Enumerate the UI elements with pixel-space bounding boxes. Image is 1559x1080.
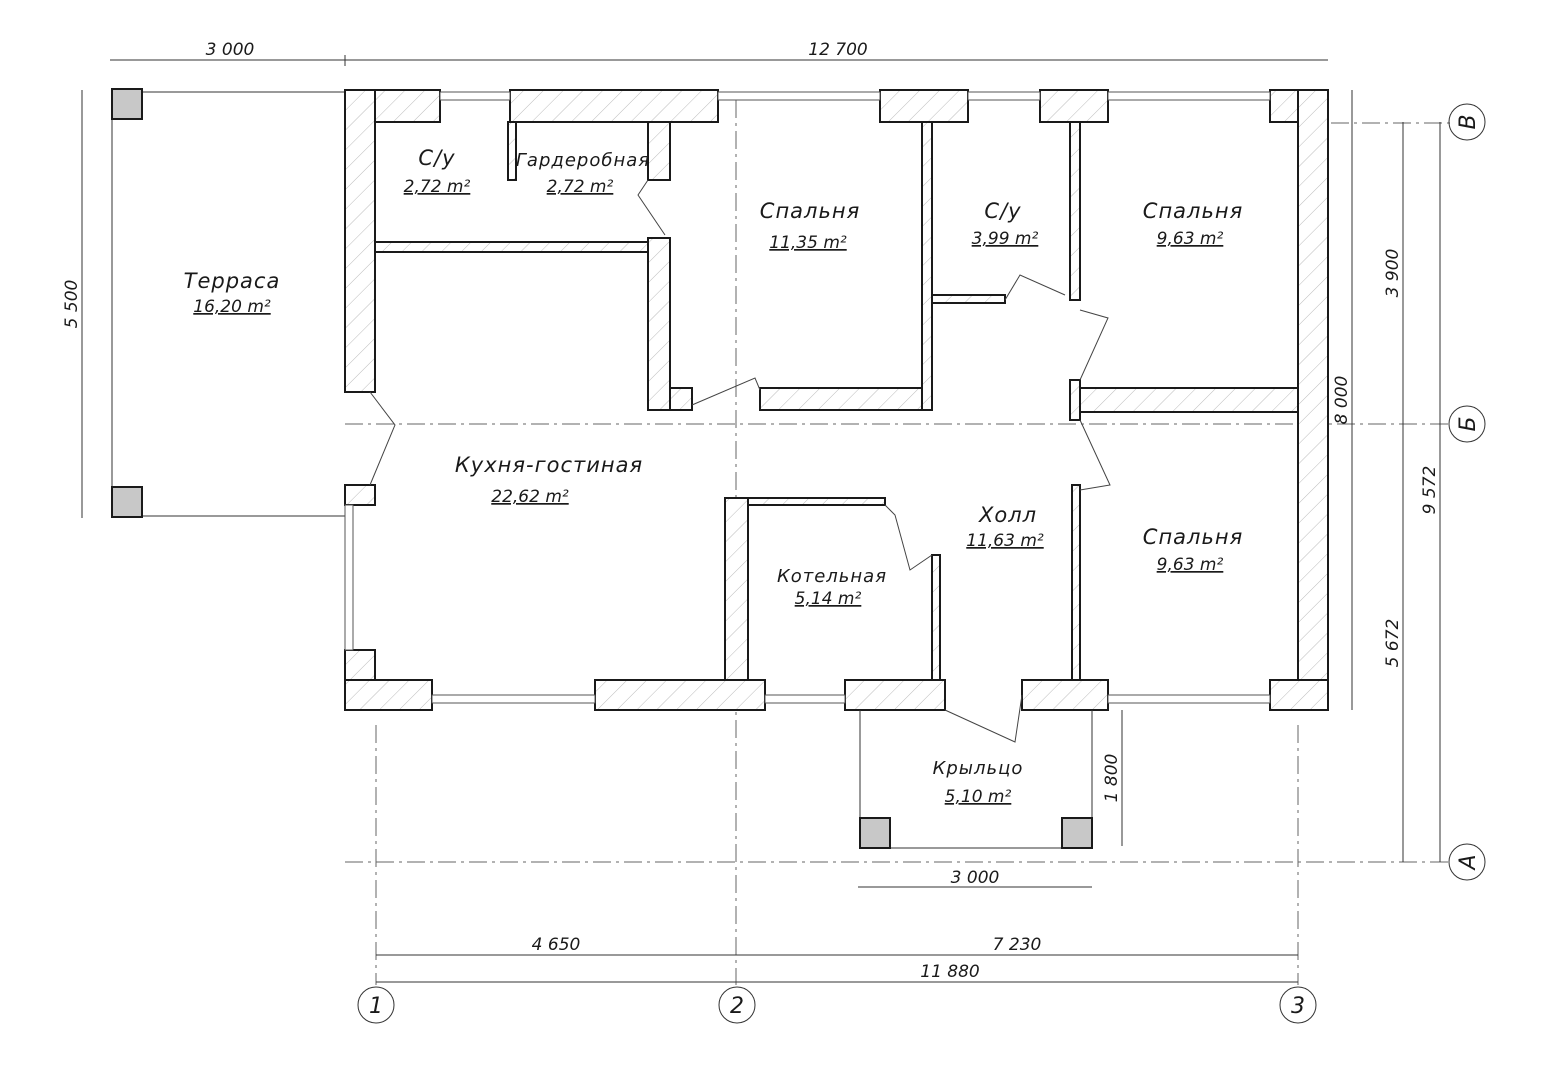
dimension-lines: 3 000 12 700 5 500 3 900 5 672 8 000 9 5… <box>62 40 1441 983</box>
dim-top-total: 12 700 <box>808 40 867 60</box>
axis-label-2: 2 <box>730 994 744 1019</box>
room-area-kitchen: 22,62 m² <box>491 487 569 507</box>
room-area-bath1: 2,72 m² <box>404 177 471 197</box>
dim-right-total: 9 572 <box>1420 466 1440 515</box>
room-name-porch: Крыльцо <box>933 758 1024 779</box>
dim-top-terrace: 3 000 <box>206 40 255 60</box>
interior-walls <box>374 121 1299 681</box>
dim-right-b-v: 3 900 <box>1383 249 1403 298</box>
room-name-bath2: С/у <box>984 199 1021 223</box>
room-labels: Терраса 16,20 m² С/у 2,72 m² Гардеробная… <box>184 146 1243 807</box>
door-swings <box>369 179 1111 743</box>
room-name-hall: Холл <box>978 503 1037 527</box>
axis-label-3: 3 <box>1291 994 1305 1019</box>
room-name-bath1: С/у <box>418 146 455 170</box>
room-area-wardrobe: 2,72 m² <box>547 177 614 197</box>
dim-porch-depth: 1 800 <box>1102 754 1122 803</box>
dim-bottom-1-2: 4 650 <box>532 935 581 955</box>
room-area-hall: 11,63 m² <box>966 531 1044 551</box>
dim-bottom-total: 11 880 <box>920 962 979 982</box>
axis-grid <box>345 100 1450 985</box>
dim-left-terrace: 5 500 <box>62 280 82 329</box>
dim-porch-width: 3 000 <box>951 868 1000 888</box>
room-area-terrace: 16,20 m² <box>193 297 271 317</box>
room-name-bedroom1: Спальня <box>760 199 860 223</box>
column <box>1061 817 1093 849</box>
room-area-bedroom3: 9,63 m² <box>1157 555 1224 575</box>
dim-right-outer: 8 000 <box>1332 376 1352 425</box>
column <box>859 817 891 849</box>
axis-label-b: Б <box>1456 416 1481 431</box>
terrace <box>111 88 345 518</box>
porch <box>859 710 1093 849</box>
axis-bubbles: 1 2 3 В Б А <box>357 103 1486 1024</box>
windows <box>344 91 1271 704</box>
room-area-boiler: 5,14 m² <box>795 589 862 609</box>
axis-label-a: А <box>1456 854 1481 871</box>
column <box>111 486 143 518</box>
room-name-wardrobe: Гардеробная <box>516 150 650 171</box>
room-area-bedroom1: 11,35 m² <box>769 233 847 253</box>
room-name-terrace: Терраса <box>184 269 281 293</box>
room-area-porch: 5,10 m² <box>945 787 1012 807</box>
room-name-bedroom3: Спальня <box>1143 525 1243 549</box>
axis-label-v: В <box>1456 114 1481 129</box>
dim-right-a-b: 5 672 <box>1383 619 1403 668</box>
room-area-bedroom2: 9,63 m² <box>1157 229 1224 249</box>
axis-label-1: 1 <box>369 994 383 1019</box>
room-name-kitchen: Кухня-гостиная <box>455 453 643 477</box>
room-area-bath2: 3,99 m² <box>972 229 1039 249</box>
outer-walls <box>344 89 1329 711</box>
room-name-boiler: Котельная <box>777 566 887 587</box>
room-name-bedroom2: Спальня <box>1143 199 1243 223</box>
column <box>111 88 143 120</box>
dim-bottom-2-3: 7 230 <box>993 935 1042 955</box>
